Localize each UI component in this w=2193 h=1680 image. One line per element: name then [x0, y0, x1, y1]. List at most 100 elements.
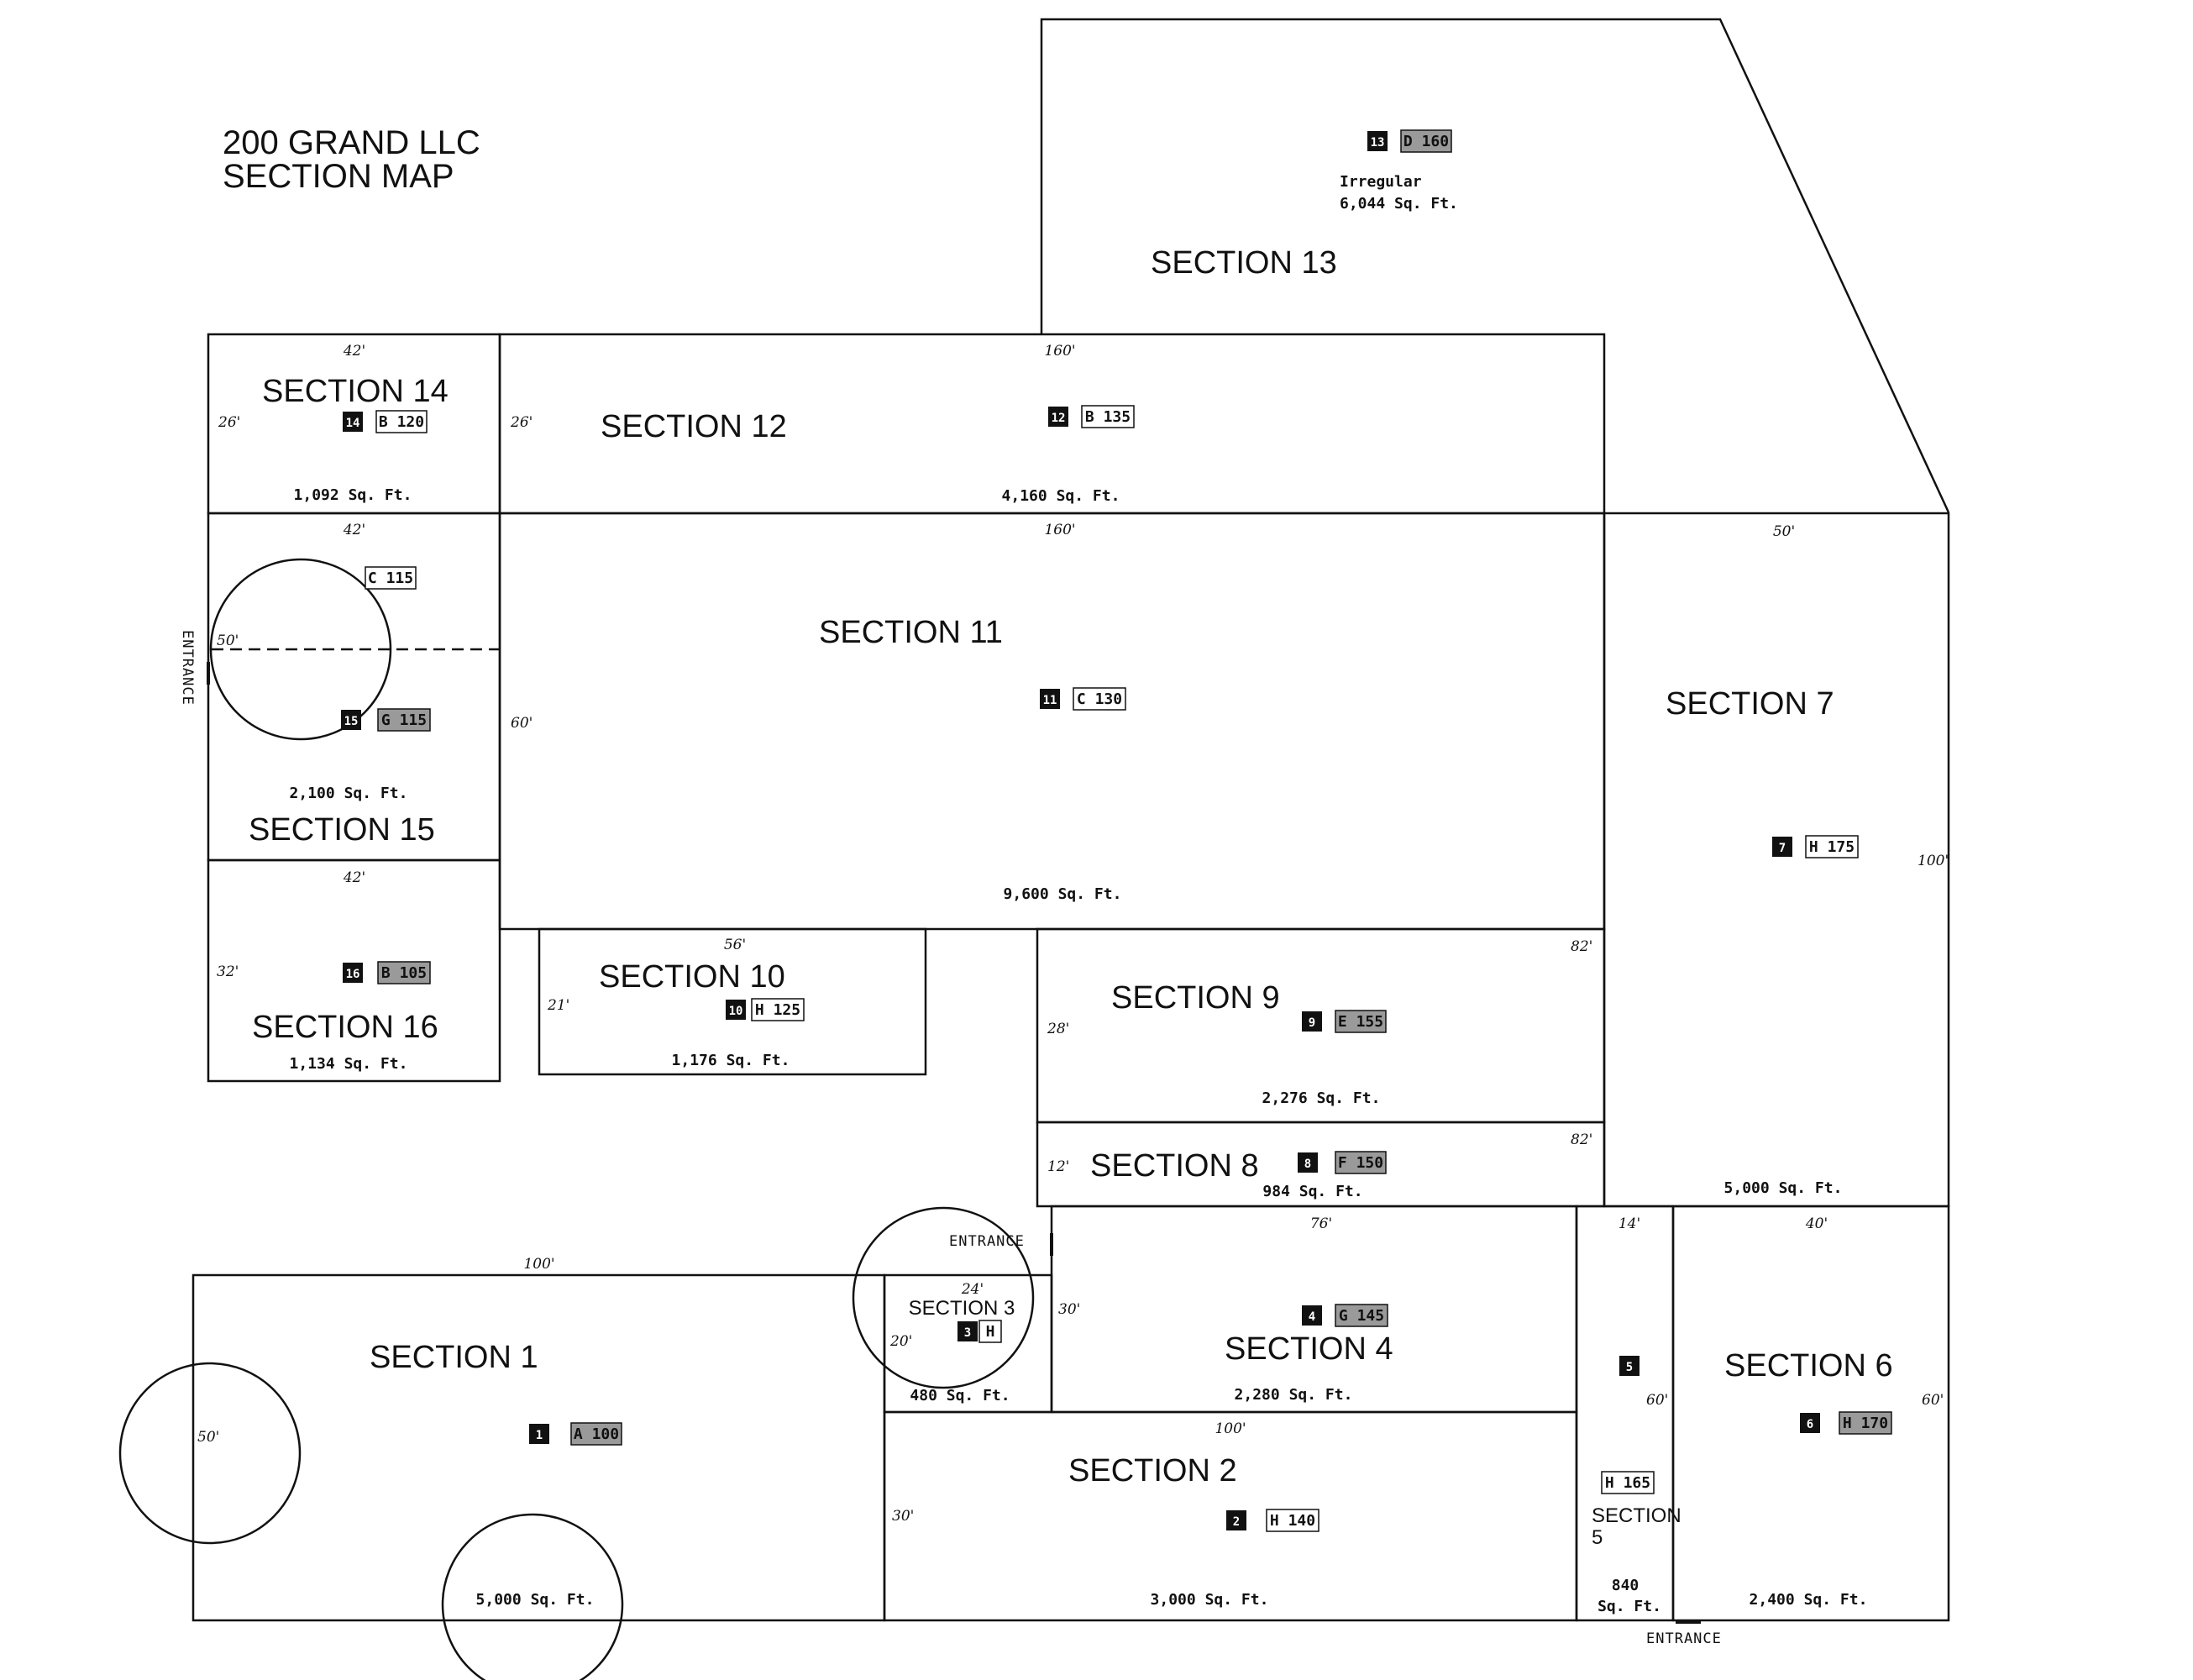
section-14-code: B 120	[379, 413, 424, 431]
section-9-code-tag	[1335, 1010, 1387, 1033]
section-11-number: 11	[1043, 694, 1057, 707]
map-title-line2: SECTION MAP	[223, 158, 454, 195]
section-2-area: 3,000 Sq. Ft.	[1151, 1591, 1269, 1609]
dimension-label: 14'	[1619, 1215, 1640, 1232]
section-16-number: 16	[346, 968, 360, 981]
section-10-label: SECTION 10	[599, 959, 785, 995]
section-5-number-tag	[1619, 1356, 1640, 1376]
dimension-label: 26'	[510, 414, 533, 431]
section-14-label: SECTION 14	[262, 374, 449, 409]
section-13-code-tag	[1400, 129, 1452, 153]
section-7-number: 7	[1779, 842, 1786, 855]
section-9-area: 2,276 Sq. Ft.	[1262, 1089, 1381, 1107]
section-5-label-line1: SECTION	[1592, 1504, 1681, 1527]
section-15-area: 2,100 Sq. Ft.	[290, 785, 408, 802]
circle-marker	[852, 1206, 1035, 1389]
dimension-label: 30'	[892, 1508, 914, 1525]
section-2-code-tag	[1266, 1509, 1319, 1532]
section-5-area-line1: 840	[1612, 1577, 1640, 1594]
section-3-code: H	[986, 1323, 995, 1341]
section-14-number-tag	[343, 412, 363, 432]
section-2-number-tag	[1226, 1510, 1246, 1530]
section-15-number: 15	[344, 715, 359, 728]
section-2-outline[interactable]	[883, 1410, 1578, 1622]
dimension-label: 60'	[1646, 1392, 1668, 1409]
section-10-code-tag	[751, 998, 805, 1021]
section-9-label: SECTION 9	[1111, 980, 1280, 1016]
section-4-area: 2,280 Sq. Ft.	[1235, 1386, 1353, 1404]
dimension-label: 76'	[1310, 1215, 1332, 1232]
section-1-code: A 100	[574, 1425, 619, 1443]
section-5-label-line2: 5	[1592, 1526, 1603, 1549]
circle-marker	[441, 1513, 624, 1680]
section-6-code-tag	[1839, 1411, 1892, 1435]
section-16-label: SECTION 16	[252, 1010, 438, 1045]
section-9-code: E 155	[1338, 1013, 1383, 1031]
section-2-number: 2	[1233, 1515, 1240, 1529]
section-7-code-tag	[1805, 835, 1859, 858]
section-5-outline[interactable]	[1575, 1205, 1675, 1622]
dimension-label: 32'	[217, 963, 239, 980]
circle-marker	[209, 558, 392, 741]
section-12-area: 4,160 Sq. Ft.	[1002, 487, 1120, 505]
dimension-label: 12'	[1047, 1158, 1069, 1175]
section-16-number-tag	[343, 963, 363, 983]
section-7-label: SECTION 7	[1666, 686, 1834, 722]
section-11-outline[interactable]	[498, 512, 1606, 931]
section-2-code: H 140	[1270, 1512, 1315, 1530]
section-6-outline[interactable]	[1671, 1205, 1950, 1622]
section-1-outline[interactable]	[191, 1273, 886, 1622]
section-11-area: 9,600 Sq. Ft.	[1004, 885, 1122, 903]
section-15-outline[interactable]	[207, 512, 501, 862]
section-4-number: 4	[1309, 1310, 1315, 1324]
section-1-area: 5,000 Sq. Ft.	[476, 1591, 595, 1609]
section-13-area: 6,044 Sq. Ft.	[1340, 195, 1458, 213]
section-15-label: SECTION 15	[249, 812, 435, 848]
section-16-outline[interactable]	[207, 858, 501, 1083]
section-5-number: 5	[1626, 1361, 1633, 1374]
section-8-label: SECTION 8	[1090, 1148, 1259, 1184]
section-10-number-tag	[726, 1000, 746, 1020]
section-3-label: SECTION 3	[909, 1297, 1015, 1320]
section-8-code-tag	[1335, 1151, 1387, 1174]
dimension-label: 50'	[197, 1429, 219, 1446]
section-5-area-line2: Sq. Ft.	[1598, 1598, 1661, 1615]
section-13-label: SECTION 13	[1151, 245, 1337, 281]
section-11-code-tag	[1073, 687, 1126, 711]
section-7-number-tag	[1772, 837, 1792, 857]
section-12-number-tag	[1048, 407, 1068, 427]
section-5-code: H 165	[1605, 1474, 1650, 1492]
section-13-shape: Irregular	[1340, 173, 1422, 191]
dimension-label: 56'	[724, 937, 746, 953]
section-15-number-tag	[341, 710, 361, 730]
dimension-label: 160'	[1044, 343, 1075, 360]
dimension-label: 60'	[1922, 1392, 1944, 1409]
entrance-label-left: ENTRANCE	[179, 630, 196, 706]
section-3-number-tag	[957, 1321, 978, 1341]
section-10-code: H 125	[755, 1001, 800, 1019]
dimension-label: 21'	[547, 997, 569, 1014]
dimension-label: 82'	[1571, 938, 1592, 955]
dimension-label: 26'	[218, 414, 240, 431]
section-10-outline[interactable]	[538, 927, 927, 1076]
section-7-outline[interactable]	[1603, 512, 1950, 1208]
section-13-number: 13	[1371, 136, 1385, 150]
section-6-number: 6	[1807, 1418, 1813, 1431]
section-8-area: 984 Sq. Ft.	[1262, 1183, 1362, 1200]
section-2-label: SECTION 2	[1068, 1453, 1237, 1488]
section-8-code: F 150	[1338, 1154, 1383, 1172]
section-4-code-tag	[1335, 1304, 1388, 1327]
section-16-code-tag	[377, 961, 431, 984]
section-16-area: 1,134 Sq. Ft.	[290, 1055, 408, 1073]
section-12-code: B 135	[1085, 408, 1131, 426]
section-15-code2-tag	[365, 566, 417, 590]
dimension-label: 28'	[1047, 1021, 1069, 1037]
section-10-number: 10	[729, 1005, 743, 1018]
dimension-label: 42'	[343, 522, 365, 538]
dimension-label: 50'	[217, 633, 239, 649]
section-8-number: 8	[1304, 1158, 1311, 1171]
section-4-label: SECTION 4	[1225, 1331, 1393, 1367]
dimension-label: 160'	[1044, 522, 1075, 538]
section-1-code-tag	[570, 1422, 622, 1446]
